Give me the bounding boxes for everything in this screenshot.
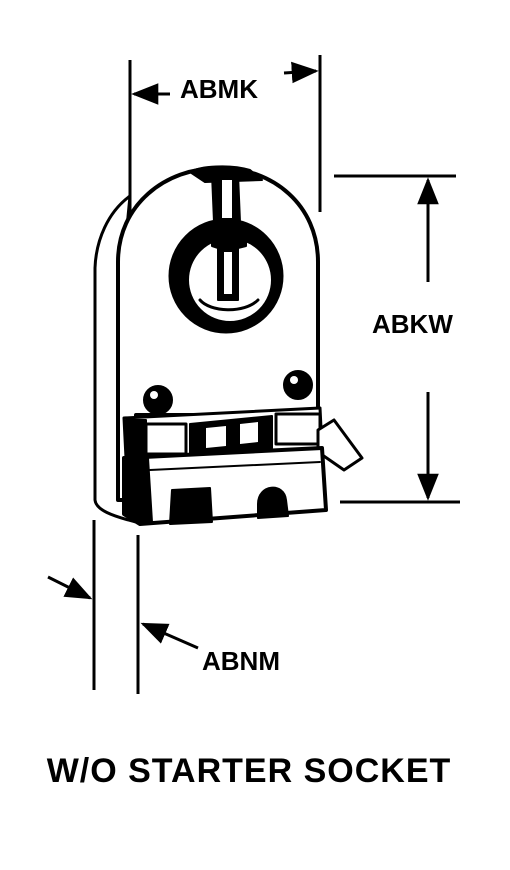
- socket-illustration: [93, 165, 364, 526]
- terminal-center-detail: [206, 422, 258, 448]
- thickness-arrow-right: [140, 622, 199, 650]
- rivet-left: [143, 385, 173, 415]
- rivet-right-hi: [290, 376, 298, 384]
- height-dim-label: ABKW: [372, 309, 453, 339]
- base-notch: [257, 486, 289, 519]
- socket-base: [122, 446, 328, 526]
- base-shadow-left: [125, 457, 153, 525]
- lamp-slot-highlight: [222, 180, 232, 218]
- terminal-band-shadow: [125, 419, 147, 459]
- rotor-bottom-detail: [198, 298, 260, 312]
- rivet-left-hi: [150, 391, 158, 399]
- base-bottom-slot: [169, 487, 213, 525]
- base-ridge: [149, 461, 321, 471]
- width-dim-label: ABMK: [180, 74, 258, 104]
- height-dimension: ABKW: [334, 174, 460, 504]
- rotor-slot-gap: [224, 252, 232, 294]
- terminal-block-left: [144, 422, 188, 456]
- width-arrow-right: [283, 61, 319, 84]
- thickness-dimension: ABNM: [47, 520, 280, 694]
- thickness-arrow-left: [47, 575, 93, 600]
- thickness-dim-label: ABNM: [202, 646, 280, 676]
- diagram-caption: W/O STARTER SOCKET: [46, 752, 452, 790]
- rivet-right: [283, 370, 313, 400]
- terminal-block-right: [274, 412, 322, 446]
